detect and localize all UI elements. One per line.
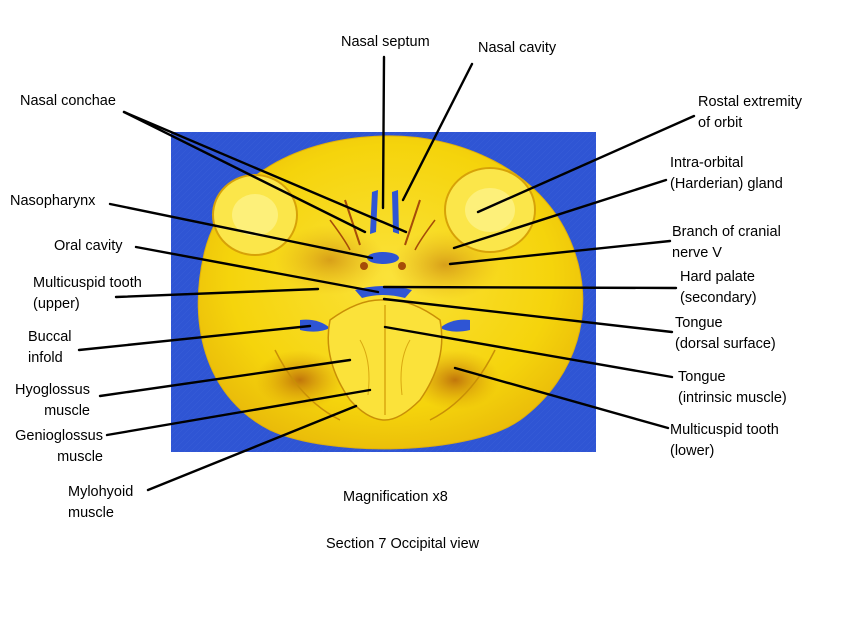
leader-lines <box>77 55 696 492</box>
label-oral-cavity-text: Oral cavity <box>54 238 123 254</box>
label-tongue-dorsal-line1: Tongue <box>675 315 723 331</box>
label-nasal-conchae: Nasal conchae <box>20 91 116 112</box>
leader-rostral-orbit <box>476 114 696 214</box>
label-hyoglossus-line1: Hyoglossus <box>15 382 90 398</box>
label-tongue-intrinsic: Tongue (intrinsic muscle) <box>678 367 787 409</box>
caption-section: Section 7 Occipital view <box>326 534 479 555</box>
label-genioglossus: Genioglossus muscle <box>8 426 103 468</box>
label-cranial-nerve: Branch of cranial nerve V <box>672 222 781 264</box>
label-hyoglossus: Hyoglossus muscle <box>6 380 90 422</box>
label-intraorbital-line1: Intra-orbital <box>670 155 744 171</box>
leader-nasal-cavity <box>401 62 474 202</box>
label-tongue-dorsal: Tongue (dorsal surface) <box>675 313 776 355</box>
label-mylohyoid: Mylohyoid muscle <box>68 482 133 524</box>
label-hard-palate: Hard palate (secondary) <box>680 267 757 309</box>
label-genioglossus-line1: Genioglossus <box>15 428 103 444</box>
leader-mylohyoid <box>146 404 358 492</box>
caption-section-text: Section 7 Occipital view <box>326 536 480 552</box>
leader-tongue-dorsal <box>382 297 674 334</box>
leader-intraorbital <box>452 178 668 250</box>
leader-oral-cavity <box>134 245 380 294</box>
label-nasal-cavity-text: Nasal cavity <box>478 40 557 56</box>
label-nasal-conchae-text: Nasal conchae <box>20 93 116 109</box>
label-multicuspid-upper-line1: Multicuspid tooth <box>33 275 142 291</box>
leader-multicuspid-lower <box>453 366 670 430</box>
label-hard-palate-line1: Hard palate <box>680 269 755 285</box>
label-multicuspid-lower: Multicuspid tooth (lower) <box>670 420 779 462</box>
oral-cavity-shape <box>355 286 412 298</box>
leader-nasal-conchae-1 <box>122 110 367 234</box>
label-oral-cavity: Oral cavity <box>54 236 123 257</box>
nasal-cavity-shape <box>370 190 378 234</box>
label-cranial-nerve-line1: Branch of cranial <box>672 224 781 240</box>
leader-hyoglossus <box>98 358 352 398</box>
label-multicuspid-lower-line1: Multicuspid tooth <box>670 422 779 438</box>
label-mylohyoid-line2: muscle <box>68 505 114 521</box>
label-hyoglossus-line2: muscle <box>44 403 90 419</box>
label-tongue-intrinsic-line2: (intrinsic muscle) <box>678 390 787 406</box>
label-buccal-line1: Buccal <box>28 329 72 345</box>
leader-multicuspid-upper <box>114 287 320 299</box>
label-nasopharynx: Nasopharynx <box>10 191 95 212</box>
label-multicuspid-upper-line2: (upper) <box>33 296 80 312</box>
label-tongue-dorsal-line2: (dorsal surface) <box>675 336 776 352</box>
leader-nasal-septum <box>381 55 386 210</box>
label-mylohyoid-line1: Mylohyoid <box>68 484 134 500</box>
label-nasal-septum: Nasal septum <box>341 32 430 53</box>
label-hard-palate-line2: (secondary) <box>680 290 757 306</box>
label-nasopharynx-text: Nasopharynx <box>10 193 96 209</box>
caption-magnification-text: Magnification x8 <box>343 489 448 505</box>
leader-tongue-intrinsic <box>383 325 674 379</box>
leader-buccal <box>77 324 312 352</box>
label-buccal-line2: infold <box>28 350 63 366</box>
label-intraorbital-line2: (Harderian) gland <box>670 176 783 192</box>
label-intraorbital: Intra-orbital (Harderian) gland <box>670 153 783 195</box>
label-rostral-orbit-line1: Rostal extremity <box>698 94 802 110</box>
label-genioglossus-line2: muscle <box>57 449 103 465</box>
label-rostral-orbit: Rostal extremity of orbit <box>698 92 802 134</box>
label-nasal-cavity: Nasal cavity <box>478 38 556 59</box>
leader-cranial-nerve <box>448 239 672 266</box>
label-multicuspid-upper: Multicuspid tooth (upper) <box>33 273 142 315</box>
label-rostral-orbit-line2: of orbit <box>698 115 743 131</box>
leader-hard-palate <box>382 285 678 290</box>
leader-genioglossus <box>105 388 372 437</box>
label-cranial-nerve-line2: nerve V <box>672 245 722 261</box>
caption-magnification: Magnification x8 <box>343 487 448 508</box>
leader-nasal-conchae-2 <box>122 110 408 234</box>
label-buccal: Buccal infold <box>28 327 72 369</box>
label-nasal-septum-text: Nasal septum <box>341 34 430 50</box>
leader-nasopharynx <box>108 202 374 260</box>
label-multicuspid-lower-line2: (lower) <box>670 443 715 459</box>
label-tongue-intrinsic-line1: Tongue <box>678 369 726 385</box>
tissue-section <box>197 135 584 450</box>
